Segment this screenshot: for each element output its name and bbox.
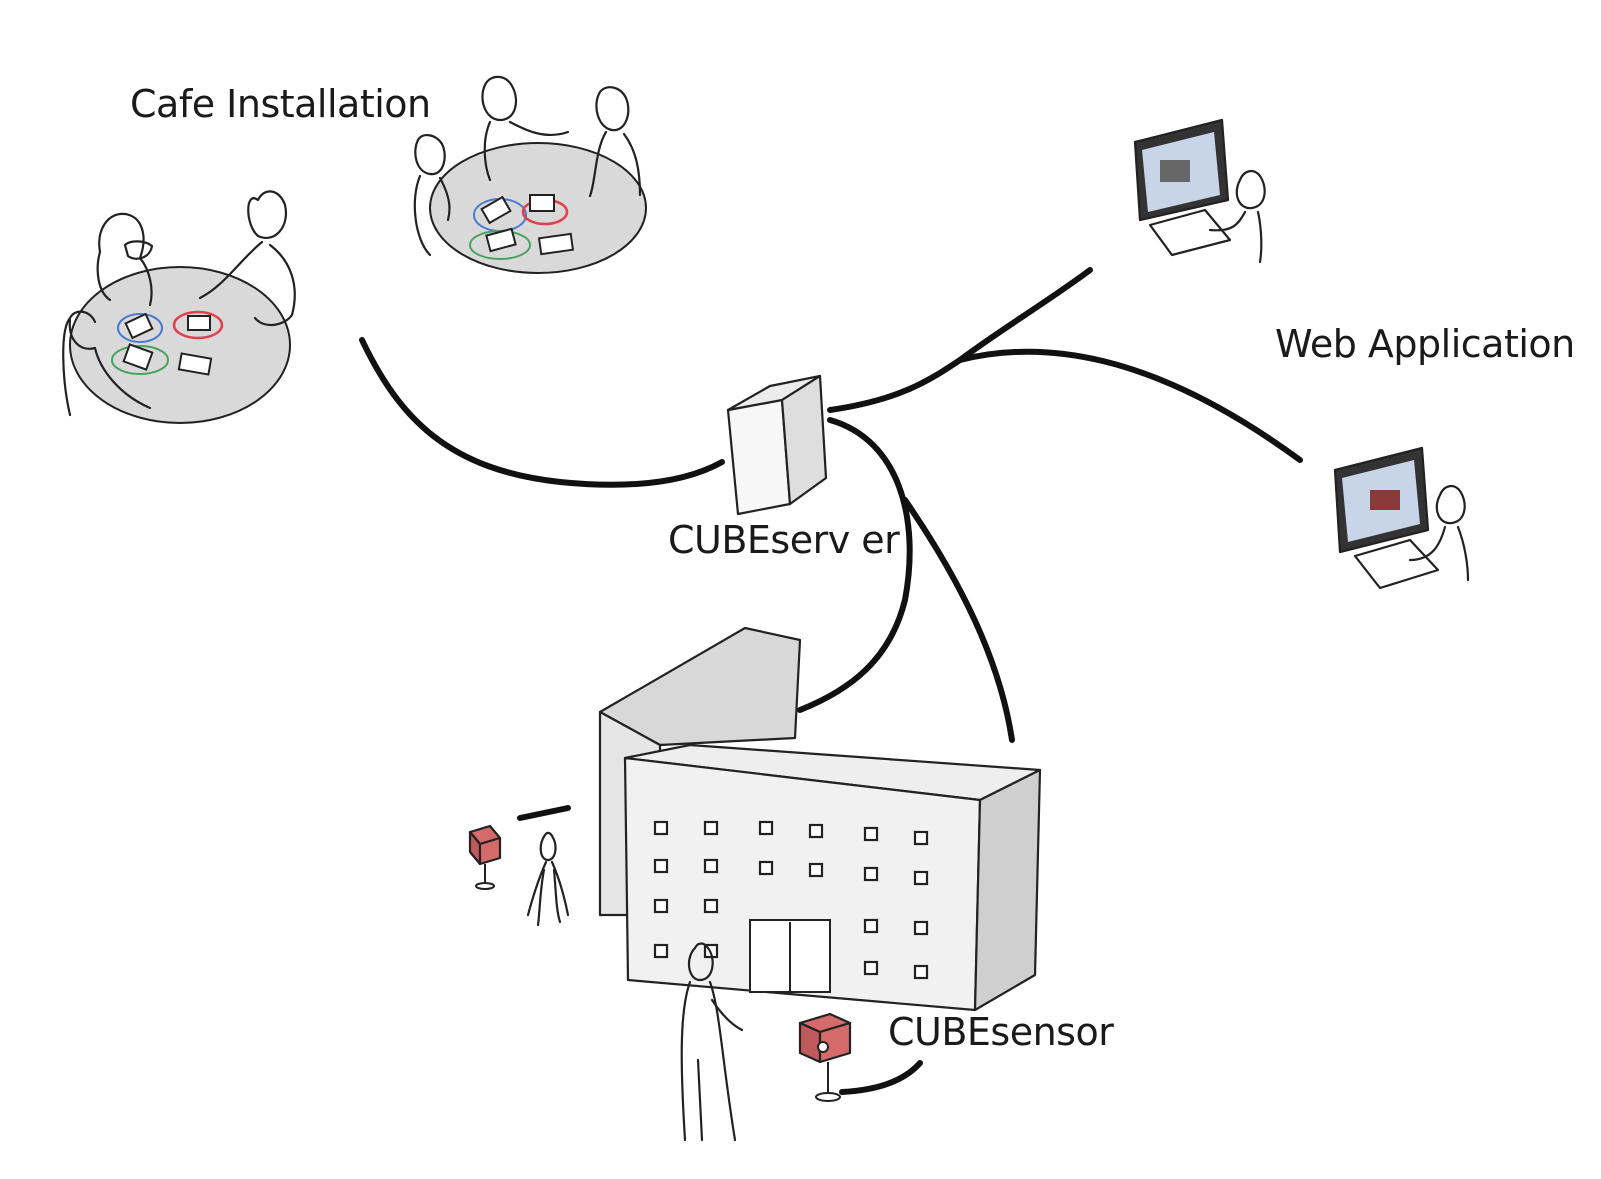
office-building-icon — [598, 626, 1042, 1012]
cable-server-to-web-bottom — [957, 348, 1303, 463]
web-application-label: Web Application — [1275, 322, 1575, 366]
cable-building-to-left-sensor — [517, 805, 571, 821]
computer-user-icon — [1333, 446, 1470, 590]
server-tower-icon — [726, 374, 828, 516]
person-icon — [198, 190, 296, 327]
cube-server-label: CUBEserv er — [668, 518, 900, 562]
cube-sensor-label: CUBEsensor — [888, 1010, 1114, 1054]
cube-sensor-icon — [798, 1012, 852, 1102]
person-icon — [526, 831, 570, 927]
cable-server-to-cafe — [359, 337, 725, 488]
person-icon — [413, 134, 451, 257]
computer-user-icon — [1133, 118, 1266, 264]
cable-server-to-web-top — [827, 267, 1093, 413]
cable-sensor-front — [839, 1060, 923, 1095]
person-icon — [1208, 170, 1266, 264]
cube-sensor-icon — [468, 824, 502, 890]
network-cables — [359, 267, 1303, 1095]
person-icon — [481, 75, 570, 182]
building-windows — [653, 820, 929, 980]
cafe-table-group-icon — [62, 190, 296, 424]
person-icon — [680, 942, 744, 1142]
cable-server-to-building — [797, 417, 913, 713]
person-icon — [62, 310, 152, 417]
person-icon — [588, 86, 642, 198]
person-icon — [1408, 485, 1470, 582]
cable-server-to-sensor — [902, 497, 1015, 743]
cafe-table-group-icon — [413, 75, 647, 274]
person-icon — [96, 212, 153, 307]
cafe-installation-label: Cafe Installation — [130, 82, 431, 126]
